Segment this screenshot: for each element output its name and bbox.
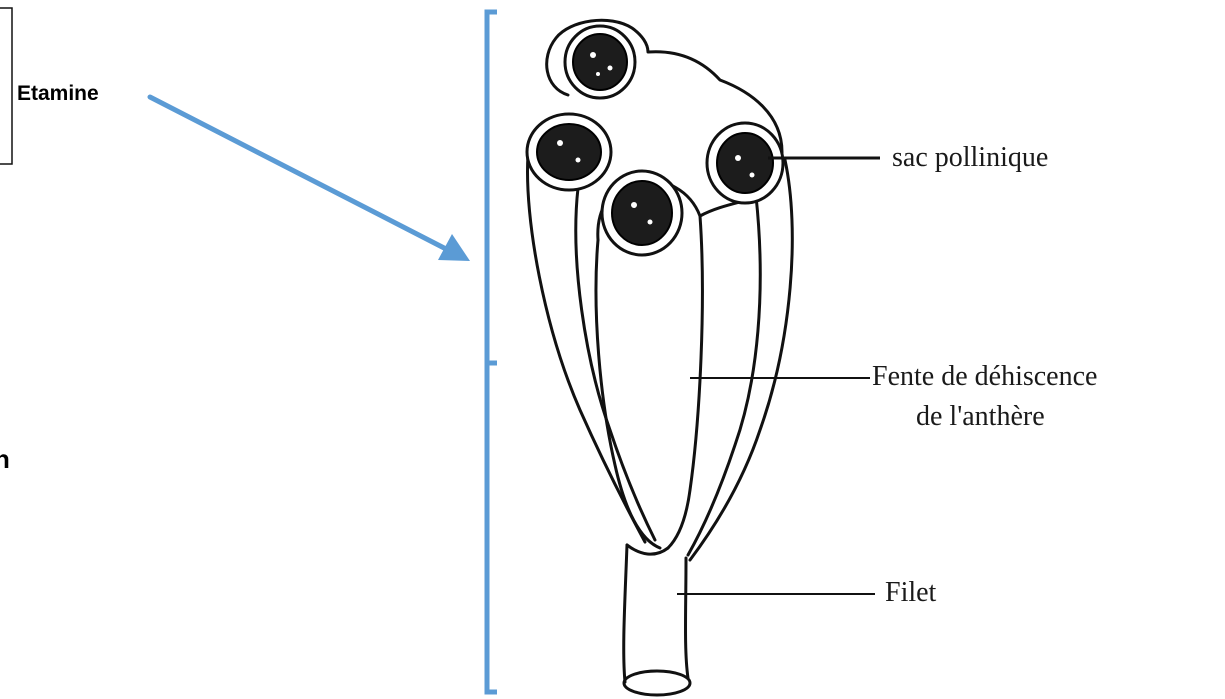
fente-label-line2: de l'anthère <box>916 401 1045 432</box>
sac-pollinique-label: sac pollinique <box>892 142 1048 173</box>
etamine-label: Etamine <box>17 82 99 105</box>
filament <box>624 545 688 682</box>
filament-cut-line <box>627 545 668 554</box>
pollen-sac-middle <box>602 171 682 255</box>
pollen-sac-left <box>527 114 611 190</box>
middle-theca-left <box>596 240 660 548</box>
right-theca-outline <box>690 160 792 560</box>
filament-base <box>624 671 690 695</box>
stamen-bracket <box>487 12 497 692</box>
cropped-glyph: n <box>0 444 10 474</box>
etamine-box <box>0 8 12 164</box>
fente-label-line1: Fente de déhiscence <box>872 361 1097 392</box>
etamine-arrow <box>150 97 470 261</box>
filet-label: Filet <box>885 577 937 608</box>
pollen-sac-right <box>707 123 783 203</box>
pollen-sac-top <box>565 26 635 98</box>
middle-theca-right <box>668 216 702 548</box>
